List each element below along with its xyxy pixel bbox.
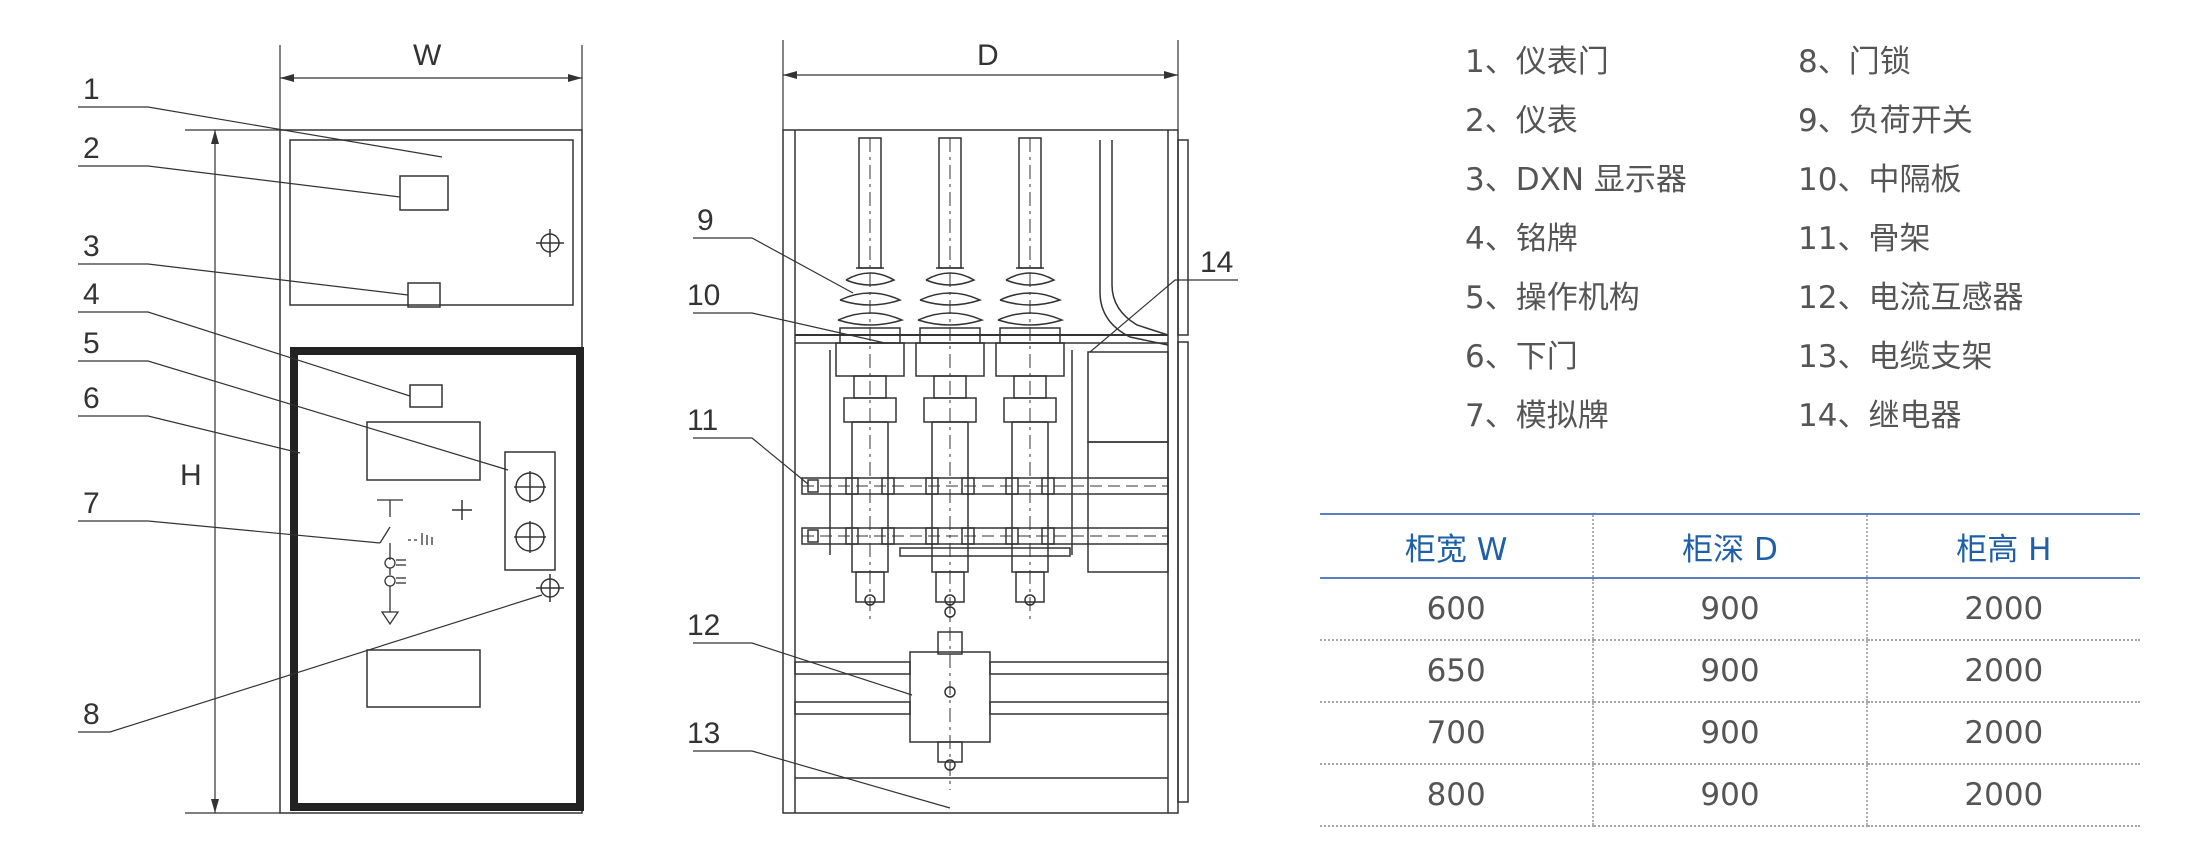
table-header-row: 柜宽 W 柜深 D 柜高 H — [1320, 513, 2140, 579]
callout-6: 6 — [83, 382, 100, 415]
table-cell: 900 — [1592, 764, 1867, 827]
current-transformer — [794, 600, 1169, 790]
callout-7: 7 — [83, 487, 100, 520]
legend-item: 4、铭牌 — [1465, 221, 1578, 257]
depth-label: D — [977, 39, 999, 72]
table-cell: 900 — [1592, 640, 1867, 703]
legend-item: 6、下门 — [1465, 339, 1578, 375]
mimic-diagram — [377, 499, 433, 626]
legend-item: 10、中隔板 — [1798, 162, 1962, 198]
callout-4: 4 — [83, 278, 100, 311]
callout-1: 1 — [83, 73, 100, 106]
width-label: W — [413, 39, 442, 72]
header-cabinet-height: 柜高 H — [1865, 513, 2140, 579]
table-row: 600 900 2000 — [1320, 578, 2140, 641]
callout-9: 9 — [697, 204, 714, 237]
insulator-column — [835, 137, 905, 620]
operating-mechanism — [504, 451, 556, 571]
callout-14: 14 — [1200, 246, 1233, 279]
table-cell: 600 — [1320, 578, 1594, 641]
height-label: H — [180, 459, 202, 492]
front-view: W H — [78, 39, 584, 814]
side-cabinet-outline — [782, 129, 1179, 814]
table-cell: 900 — [1592, 578, 1867, 641]
legend-item: 7、模拟牌 — [1465, 398, 1609, 434]
cabinet-outline — [279, 129, 583, 814]
callout-12: 12 — [687, 609, 720, 642]
relay — [1087, 351, 1169, 443]
insulator-column — [915, 137, 985, 620]
lower-door — [290, 347, 584, 811]
side-view: D — [687, 39, 1238, 814]
table-cell: 650 — [1320, 640, 1594, 703]
table-cell: 2000 — [1865, 702, 2140, 765]
table-row: 650 900 2000 — [1320, 640, 2140, 703]
legend-item: 12、电流互感器 — [1798, 280, 2024, 316]
callout-11: 11 — [687, 404, 718, 437]
instrument — [399, 175, 449, 211]
table-cell: 900 — [1592, 702, 1867, 765]
callout-3: 3 — [83, 230, 100, 263]
table-cell: 2000 — [1865, 578, 2140, 641]
legend-item: 14、继电器 — [1798, 398, 1962, 434]
table-cell: 800 — [1320, 764, 1594, 827]
legend-item: 11、骨架 — [1798, 221, 1931, 257]
legend-item: 3、DXN 显示器 — [1465, 162, 1687, 198]
callout-2: 2 — [83, 132, 100, 165]
legend-item: 8、门锁 — [1798, 44, 1911, 80]
legend-item: 1、仪表门 — [1465, 44, 1609, 80]
nameplate — [409, 384, 443, 408]
callout-13: 13 — [687, 717, 720, 750]
dxn-display — [407, 282, 441, 308]
callout-8: 8 — [83, 698, 100, 731]
instrument-door — [289, 139, 574, 306]
header-cabinet-width: 柜宽 W — [1320, 513, 1594, 579]
cabinet-drawing: W H — [78, 39, 1238, 814]
legend-item: 5、操作机构 — [1465, 280, 1640, 316]
legend-item: 2、仪表 — [1465, 103, 1578, 139]
legend-item: 13、电缆支架 — [1798, 339, 1993, 375]
legend-item: 9、负荷开关 — [1798, 103, 1973, 139]
dimension-table: 柜宽 W 柜深 D 柜高 H 600 900 2000 650 900 2000… — [1320, 513, 2140, 827]
table-cell: 2000 — [1865, 764, 2140, 827]
header-cabinet-depth: 柜深 D — [1592, 513, 1867, 579]
table-row: 700 900 2000 — [1320, 702, 2140, 765]
table-row: 800 900 2000 — [1320, 764, 2140, 827]
callout-10: 10 — [687, 279, 720, 312]
callout-5: 5 — [83, 327, 100, 360]
table-cell: 2000 — [1865, 640, 2140, 703]
table-cell: 700 — [1320, 702, 1594, 765]
frame — [801, 350, 1169, 557]
